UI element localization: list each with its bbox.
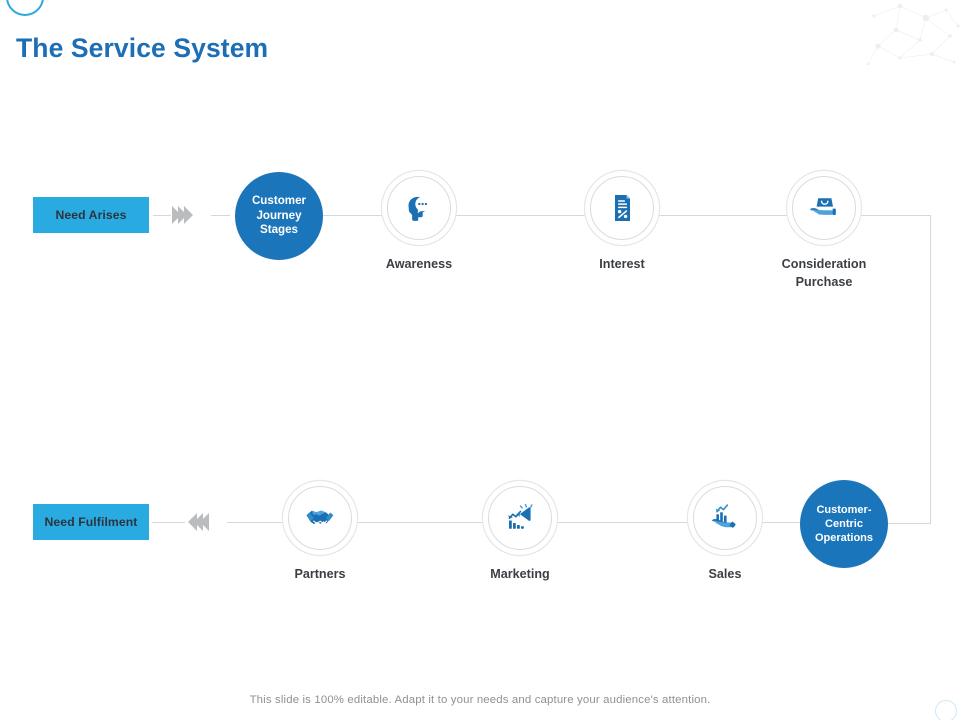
- connector-pill-to-chevrons-bottom: [152, 522, 185, 523]
- consideration-purchase-ring: [792, 176, 856, 240]
- operations-line-3: Operations: [814, 532, 874, 545]
- chevron-left-3: [200, 513, 209, 531]
- awareness-ring: [387, 176, 451, 240]
- connector-sales-to-operations: [758, 522, 804, 523]
- page-title: The Service System: [16, 33, 269, 63]
- marketing-label: Marketing: [490, 567, 550, 581]
- connector-chevrons-to-partners: [227, 522, 287, 523]
- connector-hub-to-awareness: [323, 215, 385, 216]
- connector-partners-to-marketing: [353, 522, 488, 523]
- sales-ring: [693, 486, 757, 550]
- chevron-right-3: [184, 206, 193, 224]
- hub-line-2: Journey: [256, 208, 302, 222]
- operations-line-1: Customer-: [816, 503, 872, 516]
- node-partners[interactable]: Partners: [255, 486, 385, 584]
- chevrons-right-icon: [172, 206, 193, 224]
- need-fulfilment-label: Need Fulfilment: [44, 515, 138, 529]
- operations-line-2: Centric: [825, 517, 863, 530]
- consideration-purchase-label: Consideration Purchase: [759, 256, 889, 292]
- connector-interest-to-consideration: [655, 215, 791, 216]
- hub-line-1: Customer: [251, 193, 307, 207]
- need-arises-label: Need Arises: [55, 208, 127, 222]
- node-consideration-purchase[interactable]: Consideration Purchase: [759, 176, 889, 292]
- megaphone-bar-chart-icon: [508, 503, 533, 529]
- marketing-ring: [488, 486, 552, 550]
- connector-marketing-to-sales: [553, 522, 693, 523]
- chevron-right-1: [172, 206, 181, 224]
- footer-note: This slide is 100% editable. Adapt it to…: [249, 694, 711, 706]
- consideration-line-1: Consideration: [781, 257, 867, 271]
- head-speech-bubble-icon: [408, 196, 430, 221]
- node-awareness[interactable]: Awareness: [354, 176, 484, 274]
- node-sales[interactable]: Sales: [660, 486, 790, 584]
- connector-consideration-to-corner: [857, 215, 930, 216]
- hub-line-3: Stages: [259, 223, 299, 237]
- sales-label: Sales: [708, 567, 742, 581]
- need-arises-pill[interactable]: Need Arises: [33, 197, 149, 233]
- connector-corner-to-operations: [886, 523, 931, 524]
- consideration-line-2: Purchase: [795, 274, 853, 289]
- need-fulfilment-pill[interactable]: Need Fulfilment: [33, 504, 149, 540]
- awareness-label: Awareness: [385, 257, 453, 271]
- connector-pill-to-chevrons-top: [153, 215, 171, 216]
- connector-awareness-to-interest: [452, 215, 589, 216]
- connector-chevrons-to-hub-top: [211, 215, 230, 216]
- node-interest[interactable]: Interest: [557, 176, 687, 274]
- hand-growth-chart-icon: [712, 504, 736, 528]
- interest-label: Interest: [599, 257, 645, 271]
- interest-ring: [590, 176, 654, 240]
- connector-vertical-right: [930, 215, 931, 524]
- node-marketing[interactable]: Marketing: [455, 486, 585, 584]
- customer-journey-stages-hub[interactable]: Customer Journey Stages: [235, 172, 323, 260]
- document-percent-icon: [615, 195, 630, 221]
- chevron-right-2: [178, 206, 187, 224]
- partners-label: Partners: [294, 567, 346, 581]
- chevron-left-2: [194, 513, 203, 531]
- circle-outline-decoration-top-left: [6, 0, 44, 16]
- handshake-icon: [306, 510, 334, 525]
- customer-centric-operations-hub[interactable]: Customer- Centric Operations: [800, 480, 888, 568]
- partners-ring: [288, 486, 352, 550]
- network-dots-decoration: [866, 3, 960, 66]
- hand-shopping-bag-icon: [810, 198, 836, 215]
- circle-outline-decoration-bottom-right: [935, 700, 957, 720]
- chevron-left-1: [188, 513, 197, 531]
- chevrons-left-icon: [188, 513, 209, 531]
